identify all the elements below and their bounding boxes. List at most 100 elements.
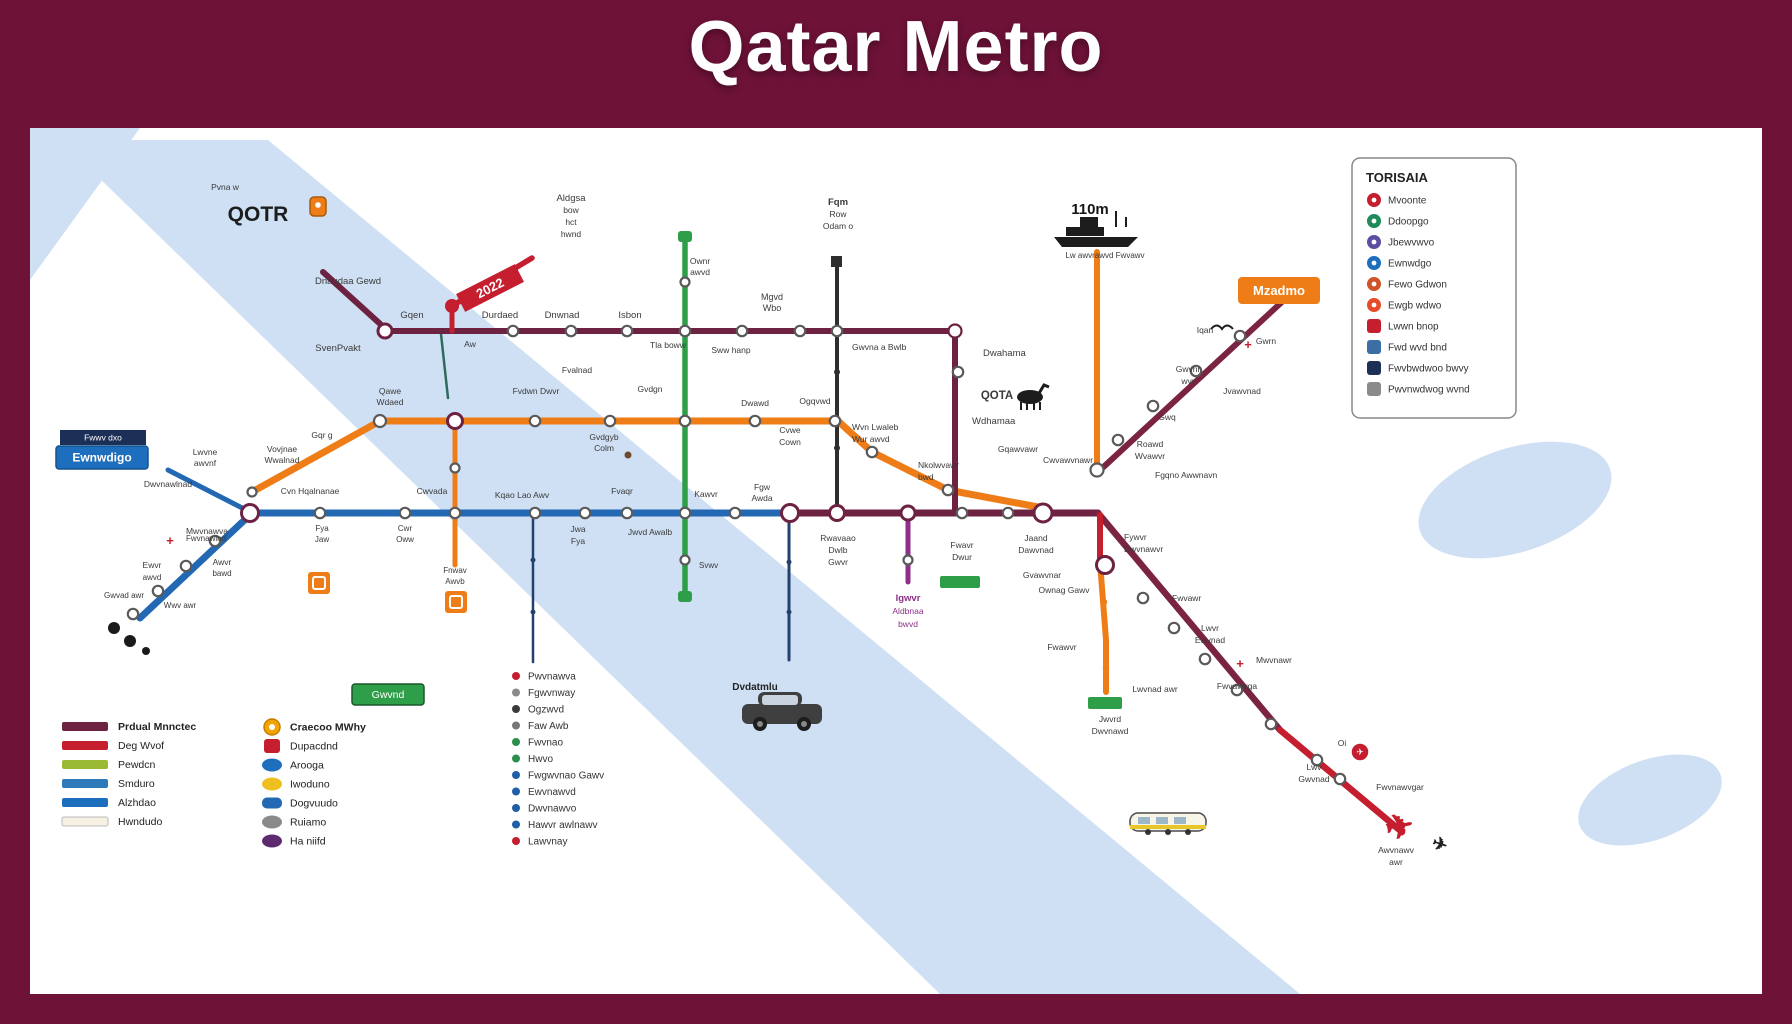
legend-symbol-rrect <box>262 797 282 809</box>
station-label: Cwvada <box>417 486 448 496</box>
badge-mzadmo-label: Mzadmo <box>1253 283 1305 298</box>
station-marker <box>1198 652 1212 666</box>
legend-dot-label: Faw Awb <box>528 721 569 732</box>
station-marker <box>578 506 592 520</box>
station-marker <box>376 322 394 340</box>
legend-line-label: Hwndudo <box>118 816 163 828</box>
station-label: Svwv <box>699 561 718 570</box>
legend-line-label: Alzhdao <box>118 797 156 809</box>
legend-dot-label: Fwvnao <box>528 738 563 749</box>
station-label: bawd <box>212 569 231 578</box>
plus-icon: + <box>1236 656 1244 671</box>
station-label: Dwvnawd <box>1092 726 1129 736</box>
ship-cabin <box>1080 217 1098 227</box>
metro-line-teal-stub <box>439 332 450 400</box>
badge-green-small-1 <box>940 576 980 588</box>
shield-icon <box>309 196 327 217</box>
camel-neck <box>1036 383 1050 396</box>
station-label: Gwrn <box>1256 336 1277 346</box>
badge-green-park-box <box>351 683 425 706</box>
station-marker <box>899 504 917 522</box>
landmark-blob-icon <box>142 647 150 655</box>
legend-dot <box>512 837 520 845</box>
tourist-legend-label: Fwd wvd bnd <box>1388 343 1447 354</box>
badge-blue-left-box <box>55 445 149 470</box>
page-title: Qatar Metro <box>688 7 1104 87</box>
tram-wheel <box>1165 829 1171 835</box>
badge-orange-icon-1-glyph <box>312 576 326 590</box>
station-label: Fwvawvga <box>1217 681 1257 691</box>
station-marker <box>1111 433 1125 447</box>
station-label: Row <box>829 209 847 219</box>
badge-black-terminus <box>831 256 842 267</box>
station-label: Qawe <box>379 386 401 396</box>
badge-green-terminus-bottom-box <box>678 591 692 602</box>
legend-dot-label: Dwvnawvo <box>528 804 577 815</box>
legend-dot <box>512 754 520 763</box>
station-label: Gwq <box>1158 412 1176 422</box>
station-label: Kqao Lao Awv <box>495 490 550 500</box>
tourist-legend-label: Ewgb wdwo <box>1388 301 1442 312</box>
station-label: Fnwav <box>443 566 467 575</box>
station-marker <box>728 506 742 520</box>
station-label: Jvawvnad <box>1223 386 1261 396</box>
badge-mzadmo: Mzadmo <box>1238 277 1320 304</box>
station-marker <box>564 324 578 338</box>
station-dot <box>1102 664 1110 672</box>
plus-icon: + <box>166 533 174 548</box>
station-marker <box>446 412 464 430</box>
station-label: Dawvnad <box>1018 545 1054 555</box>
station-label: Ewvnad <box>1195 635 1226 645</box>
station-label: Gvawvnar <box>1023 570 1061 580</box>
poi-glyph: ✈ <box>1356 747 1364 757</box>
station-label: bwvd <box>898 619 918 629</box>
badge-navy-left-box <box>60 430 146 445</box>
tram-stripe <box>1130 825 1206 829</box>
tourist-legend-icon <box>1367 361 1381 375</box>
station-label: hct <box>565 217 577 227</box>
station-label: Sww hanp <box>711 345 750 355</box>
legend-symbol-square <box>264 739 280 753</box>
legend-dot <box>512 771 520 779</box>
legend-dot-label: Pwvnawva <box>528 672 576 683</box>
station-label: awvd <box>690 267 710 277</box>
metro-line-orange-main <box>248 417 1042 511</box>
station-label: Gwvnad <box>1298 774 1329 784</box>
badge-blue-left-label: Ewnwdigo <box>72 451 131 465</box>
landmark-blob-icon <box>124 635 136 647</box>
legend-symbol-oval <box>262 834 282 848</box>
station-label: Lwvne <box>193 447 218 457</box>
badge-black-terminus-box <box>831 256 842 267</box>
station-label: Colm <box>594 443 614 453</box>
car-icon <box>742 692 822 731</box>
station-marker <box>1001 506 1015 520</box>
station-label: Pvna w <box>211 182 240 192</box>
tram-window <box>1156 817 1168 824</box>
tourist-legend-label: Ewnwdgo <box>1388 259 1432 270</box>
station-label: Fwawvr <box>1047 642 1076 652</box>
river-shape <box>1418 441 1612 559</box>
station-label: Ewvr <box>143 560 162 570</box>
legend-symbol-label: Iwoduno <box>290 779 330 791</box>
legend-dot <box>512 721 520 730</box>
station-marker <box>1264 717 1278 731</box>
station-marker <box>1146 399 1160 413</box>
station-label: Fvalnad <box>562 365 593 375</box>
station-label: Fya <box>571 536 585 546</box>
legend-symbols: Craecoo MWhyDupacdndAroogaIwodunoDogvuud… <box>262 718 366 848</box>
river-shape <box>60 140 1300 994</box>
station-label: Jwvrd <box>1099 714 1121 724</box>
station-label: Wdaed <box>377 397 404 407</box>
station-label: Gvdgyb <box>589 432 619 442</box>
tourist-legend-box <box>1351 157 1517 419</box>
ship-hull <box>1054 237 1138 247</box>
station-label: Mwvnawva <box>186 526 228 536</box>
legend-symbol-oval <box>262 758 282 772</box>
metro-line-maroon-north <box>320 269 958 516</box>
station-dot <box>530 609 536 615</box>
station-marker <box>448 506 462 520</box>
station-label: Dwvnawvr <box>1124 544 1163 554</box>
station-label: Isbon <box>618 310 641 321</box>
legend-line-swatch <box>62 741 108 750</box>
